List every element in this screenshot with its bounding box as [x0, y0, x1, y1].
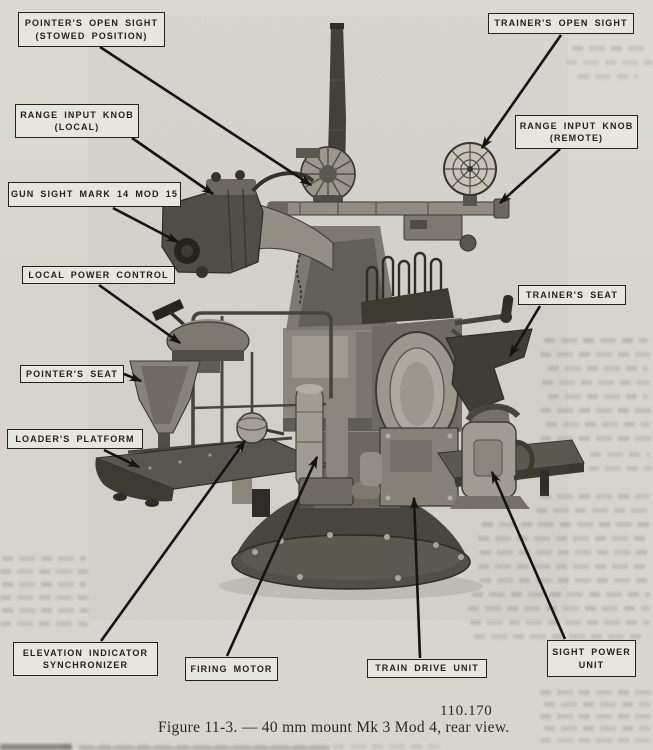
arrow-trainers-seat — [508, 305, 542, 358]
bleedthrough-line — [566, 60, 652, 65]
callout-text: TRAINER'S OPEN SIGHT — [494, 18, 628, 29]
scan-smudge — [0, 744, 72, 750]
arrow-range-input-knob-local — [131, 136, 215, 196]
callout-train-drive-unit: TRAIN DRIVE UNIT — [367, 659, 487, 678]
bleedthrough-line — [468, 606, 650, 611]
bleedthrough-line — [540, 436, 652, 441]
bleedthrough-line — [480, 578, 650, 583]
bleedthrough-line — [544, 702, 650, 707]
callout-local-power-control: LOCAL POWER CONTROL — [22, 266, 175, 284]
callout-text: (STOWED POSITION) — [35, 30, 148, 41]
callout-trainers-seat: TRAINER'S SEAT — [518, 285, 626, 305]
bleedthrough-line — [472, 592, 650, 597]
bleedthrough-line — [544, 338, 648, 343]
bleedthrough-line — [0, 595, 88, 600]
arrow-local-power-control — [98, 283, 182, 345]
bleedthrough-line — [480, 550, 648, 555]
bleedthrough-line — [540, 690, 652, 695]
photo-grain — [88, 16, 568, 620]
callout-gun-sight-mark-14-mod-15: GUN SIGHT MARK 14 MOD 15 — [8, 182, 181, 207]
bleedthrough-line — [2, 556, 86, 561]
bleedthrough-line — [2, 582, 86, 587]
bleedthrough-line — [542, 380, 650, 385]
figure-caption: Figure 11-3. — 40 mm mount Mk 3 Mod 4, r… — [158, 719, 510, 736]
bleedthrough-line — [546, 422, 650, 427]
callout-range-input-knob-remote: RANGE INPUT KNOB (REMOTE) — [515, 115, 638, 149]
callout-text: GUN SIGHT MARK 14 MOD 15 — [11, 189, 178, 200]
callout-loaders-platform: LOADER'S PLATFORM — [7, 429, 143, 449]
callout-text: SYNCHRONIZER — [42, 660, 129, 670]
callout-text: UNIT — [578, 659, 605, 670]
callout-text: SIGHT POWER — [552, 647, 631, 658]
bleedthrough-line — [540, 352, 650, 357]
scan-smudge — [80, 746, 330, 750]
callout-text: RANGE INPUT KNOB — [519, 120, 634, 131]
callout-text: ELEVATION INDICATOR — [22, 647, 149, 658]
bleedthrough-line — [482, 522, 650, 527]
bleedthrough-line — [540, 494, 650, 499]
arrow-pointers-seat — [123, 372, 143, 383]
bleedthrough-line — [588, 466, 652, 471]
bleedthrough-line — [536, 508, 650, 513]
bleedthrough-line — [0, 621, 88, 626]
bleedthrough-line — [578, 74, 638, 79]
arrow-elevation-indicator-synchronizer — [99, 439, 247, 642]
callout-text: (LOCAL) — [54, 122, 100, 132]
arrow-sight-power-unit — [490, 470, 567, 640]
arrow-gun-sight-mark-14-mod-15 — [112, 206, 180, 244]
bleedthrough-line — [0, 569, 88, 574]
bleedthrough-line — [470, 620, 650, 625]
callout-text: FIRING MOTOR — [190, 663, 273, 674]
bleedthrough-line — [590, 452, 650, 457]
callout-pointers-open-sight: POINTER'S OPEN SIGHT(STOWED POSITION) — [18, 12, 165, 47]
callout-text: RANGE INPUT KNOB — [20, 109, 134, 120]
arrow-pointers-open-sight — [99, 45, 313, 187]
callout-range-input-knob-local: RANGE INPUT KNOB (LOCAL) — [15, 104, 139, 138]
bleedthrough-line — [60, 744, 440, 749]
bleedthrough-line — [540, 408, 652, 413]
callout-trainers-open-sight: TRAINER'S OPEN SIGHT — [488, 13, 634, 34]
arrow-train-drive-unit — [409, 496, 422, 659]
arrow-trainers-open-sight — [480, 34, 563, 150]
callout-text: POINTER'S OPEN SIGHT — [24, 18, 159, 29]
figure-id: 110.170 — [440, 703, 493, 719]
bleedthrough-line — [2, 608, 88, 613]
arrow-range-input-knob-remote — [498, 148, 561, 205]
callout-text: POINTER'S SEAT — [26, 368, 118, 379]
bleedthrough-line — [544, 726, 650, 731]
bleedthrough-line — [478, 536, 650, 541]
bleedthrough-line — [540, 738, 652, 743]
callout-pointers-seat: POINTER'S SEAT — [20, 365, 124, 383]
bleedthrough-line — [548, 366, 648, 371]
bleedthrough-line — [474, 634, 648, 639]
callout-text: TRAIN DRIVE UNIT — [375, 663, 479, 674]
callout-text: LOADER'S PLATFORM — [15, 433, 135, 444]
arrow-loaders-platform — [103, 448, 141, 469]
callout-text: (REMOTE) — [549, 133, 604, 143]
callout-elevation-indicator-synchronizer: ELEVATION INDICATOR SYNCHRONIZER — [13, 642, 158, 676]
bleedthrough-line — [478, 564, 650, 569]
bleedthrough-line — [572, 46, 644, 51]
callout-text: LOCAL POWER CONTROL — [28, 269, 169, 280]
callout-text: TRAINER'S SEAT — [526, 289, 618, 300]
arrow-firing-motor — [225, 455, 319, 657]
bleedthrough-line — [540, 714, 652, 719]
callout-firing-motor: FIRING MOTOR — [185, 657, 278, 681]
bleedthrough-line — [548, 394, 648, 399]
